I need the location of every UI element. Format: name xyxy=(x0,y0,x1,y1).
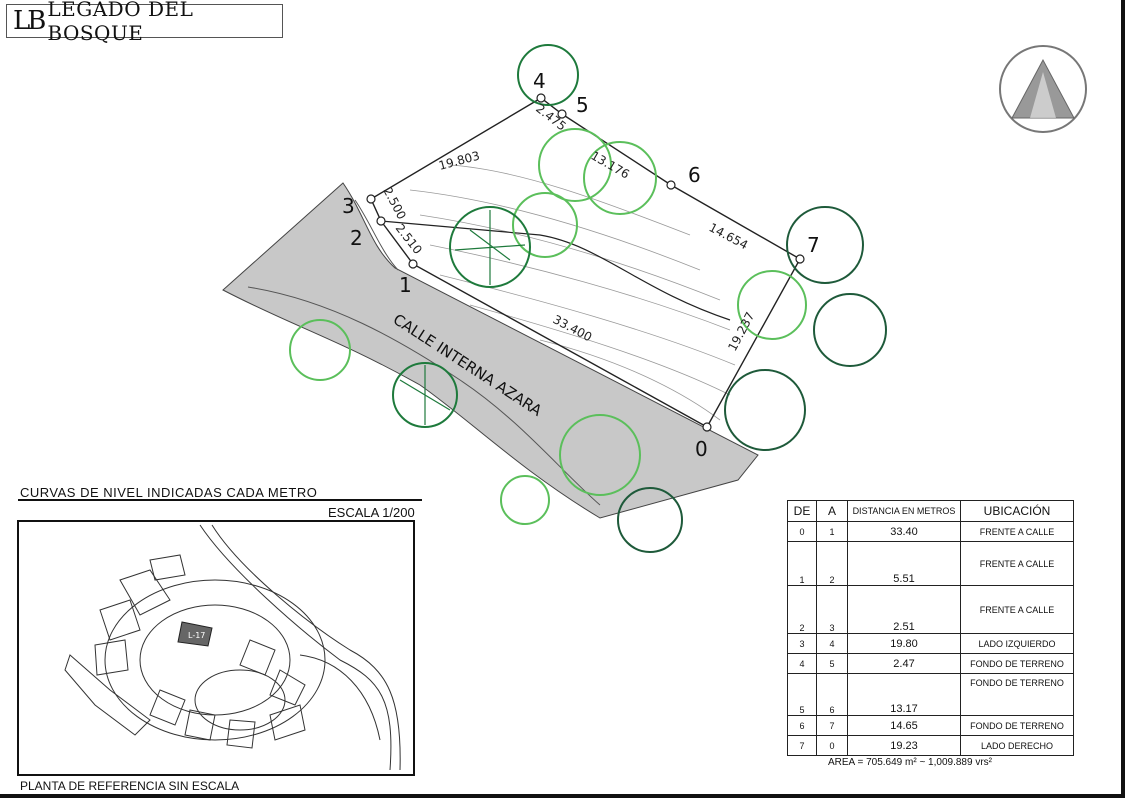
cell-to: 7 xyxy=(816,715,848,736)
table-row: 7 0 19.23 LADO DERECHO xyxy=(787,735,1074,756)
vertex-label-3: 3 xyxy=(342,194,355,218)
table-row: 4 5 2.47 FONDO DE TERRENO xyxy=(787,653,1074,674)
cell-to: 5 xyxy=(816,653,848,674)
dimension-label-7-0: 19.237 xyxy=(725,310,757,354)
vertex-label-6: 6 xyxy=(688,163,701,187)
north-arrow-icon xyxy=(999,45,1087,133)
dimension-label-0-1: 33.400 xyxy=(551,312,595,344)
cell-distance: 2.47 xyxy=(847,653,961,674)
vertex-label-7: 7 xyxy=(807,233,820,257)
table-header-de: DE xyxy=(787,500,817,522)
cell-from: 1 xyxy=(787,541,817,586)
cell-distance: 19.80 xyxy=(847,633,961,654)
brand-mark: LB xyxy=(13,6,46,36)
cell-from: 5 xyxy=(787,673,817,716)
cell-location: FONDO DE TERRENO xyxy=(960,715,1074,736)
cell-distance: 33.40 xyxy=(847,521,961,542)
cell-distance: 2.51 xyxy=(847,585,961,634)
cell-location: FONDO DE TERRENO xyxy=(960,673,1074,716)
reference-lot-label: L-17 xyxy=(188,631,205,640)
cell-location: LADO DERECHO xyxy=(960,735,1074,756)
vertex-label-0: 0 xyxy=(695,437,708,461)
cell-to: 3 xyxy=(816,585,848,634)
reference-plan-drawing xyxy=(64,524,401,771)
street-area xyxy=(222,182,759,519)
area-summary: AREA = 705.649 m² ~ 1,009.889 vrs² xyxy=(828,757,992,768)
cell-distance: 19.23 xyxy=(847,735,961,756)
vertex-label-4: 4 xyxy=(533,69,546,93)
cell-location: LADO IZQUIERDO xyxy=(960,633,1074,654)
cell-from: 2 xyxy=(787,585,817,634)
cell-from: 0 xyxy=(787,521,817,542)
contour-note: CURVAS DE NIVEL INDICADAS CADA METRO xyxy=(20,485,318,500)
table-row: 3 4 19.80 LADO IZQUIERDO xyxy=(787,633,1074,654)
cell-location: FRENTE A CALLE xyxy=(960,521,1074,542)
table-row: 6 7 14.65 FONDO DE TERRENO xyxy=(787,715,1074,736)
cell-from: 6 xyxy=(787,715,817,736)
cell-to: 6 xyxy=(816,673,848,716)
table-row: 2 3 2.51 FRENTE A CALLE xyxy=(787,585,1074,634)
cell-location: FRENTE A CALLE xyxy=(960,585,1074,634)
reference-lot-highlight xyxy=(177,621,213,647)
table-row: 1 2 5.51 FRENTE A CALLE xyxy=(787,541,1074,586)
cell-to: 2 xyxy=(816,541,848,586)
cell-from: 3 xyxy=(787,633,817,654)
cell-distance: 14.65 xyxy=(847,715,961,736)
reference-plan-title: PLANTA DE REFERENCIA SIN ESCALA xyxy=(20,779,240,793)
tree-symbols xyxy=(289,44,887,553)
table-header-a: A xyxy=(816,500,848,522)
table-row: 0 1 33.40 FRENTE A CALLE xyxy=(787,521,1074,542)
cell-to: 1 xyxy=(816,521,848,542)
dimension-label-3-4b: 19.803 xyxy=(437,149,481,173)
vertex-label-1: 1 xyxy=(399,273,412,297)
reference-plan-box xyxy=(17,520,415,776)
cell-from: 4 xyxy=(787,653,817,674)
table-row: 5 6 13.17 FONDO DE TERRENO xyxy=(787,673,1074,716)
cell-location: FRENTE A CALLE xyxy=(960,541,1074,586)
dimension-label-6-7: 14.654 xyxy=(707,220,751,252)
dimension-label-2-3: 2.510 xyxy=(393,221,425,257)
cell-location: FONDO DE TERRENO xyxy=(960,653,1074,674)
cell-to: 4 xyxy=(816,633,848,654)
brand-name: LEGADO DEL BOSQUE xyxy=(47,0,194,45)
cell-to: 0 xyxy=(816,735,848,756)
scale-label: ESCALA 1/200 xyxy=(328,505,415,520)
cell-from: 7 xyxy=(787,735,817,756)
dimension-label-3-4: 2.500 xyxy=(380,185,408,222)
cell-distance: 5.51 xyxy=(847,541,961,586)
cell-distance: 13.17 xyxy=(847,673,961,716)
table-header-distance: DISTANCIA EN METROS xyxy=(847,500,961,522)
vertex-markers xyxy=(366,93,805,432)
brand-logo: LB LEGADO DEL BOSQUE xyxy=(6,0,283,45)
vertex-label-2: 2 xyxy=(350,226,363,250)
table-header-location: UBICACIÓN xyxy=(960,500,1074,522)
distance-table: DE A DISTANCIA EN METROS UBICACIÓN 0 1 3… xyxy=(787,500,1074,756)
dimension-label-5-6: 13.176 xyxy=(589,148,632,181)
vertex-label-5: 5 xyxy=(576,93,589,117)
